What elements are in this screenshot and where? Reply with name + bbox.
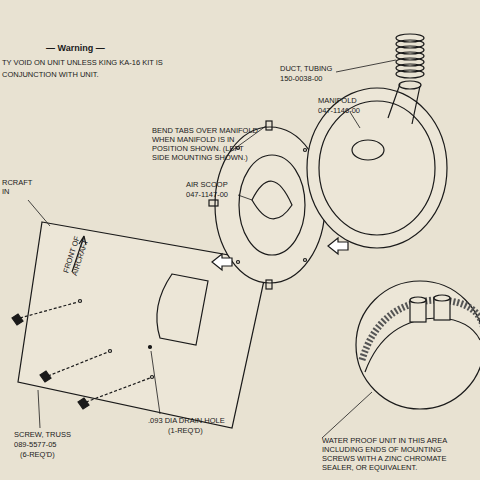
screws [12,300,154,410]
part-label: MANIFOLD [318,96,378,105]
part-label: SCREW, TRUSS [14,430,84,439]
note-text: WATER PROOF UNIT IN THIS AREA INCLUDING … [322,436,472,472]
part-label: DUCT, TUBING [280,64,350,73]
part-label: AIR SCOOP [186,180,246,189]
part-label: RCRAFT IN [2,178,36,196]
skin-cutout [157,274,208,345]
detail-view [356,281,480,409]
note-text: BEND TABS OVER MANIFOLD WHEN MANIFOLD IS… [152,126,262,162]
part-label: (1-REQ'D) [168,426,228,435]
part-label: (6-REQ'D) [20,450,90,459]
duct-tubing [396,34,424,78]
assembly-arrow [328,238,348,254]
part-label: CONJUNCTION WITH UNIT. [2,70,202,79]
warning-heading: — Warning — [46,44,136,53]
part-label: 047-1146-00 [318,106,378,115]
part-label: .093 DIA DRAIN HOLE [148,416,238,425]
manifold [307,81,447,248]
part-label: 089-5577-05 [14,440,84,449]
assembly-arrow [212,254,232,270]
part-label: TY VOID ON UNIT UNLESS KING KA-16 KIT IS [2,58,202,67]
part-label: 150-0038-00 [280,74,350,83]
part-label: 047-1147-00 [186,190,246,199]
leader-lines [28,60,396,438]
drain-hole [149,346,152,349]
